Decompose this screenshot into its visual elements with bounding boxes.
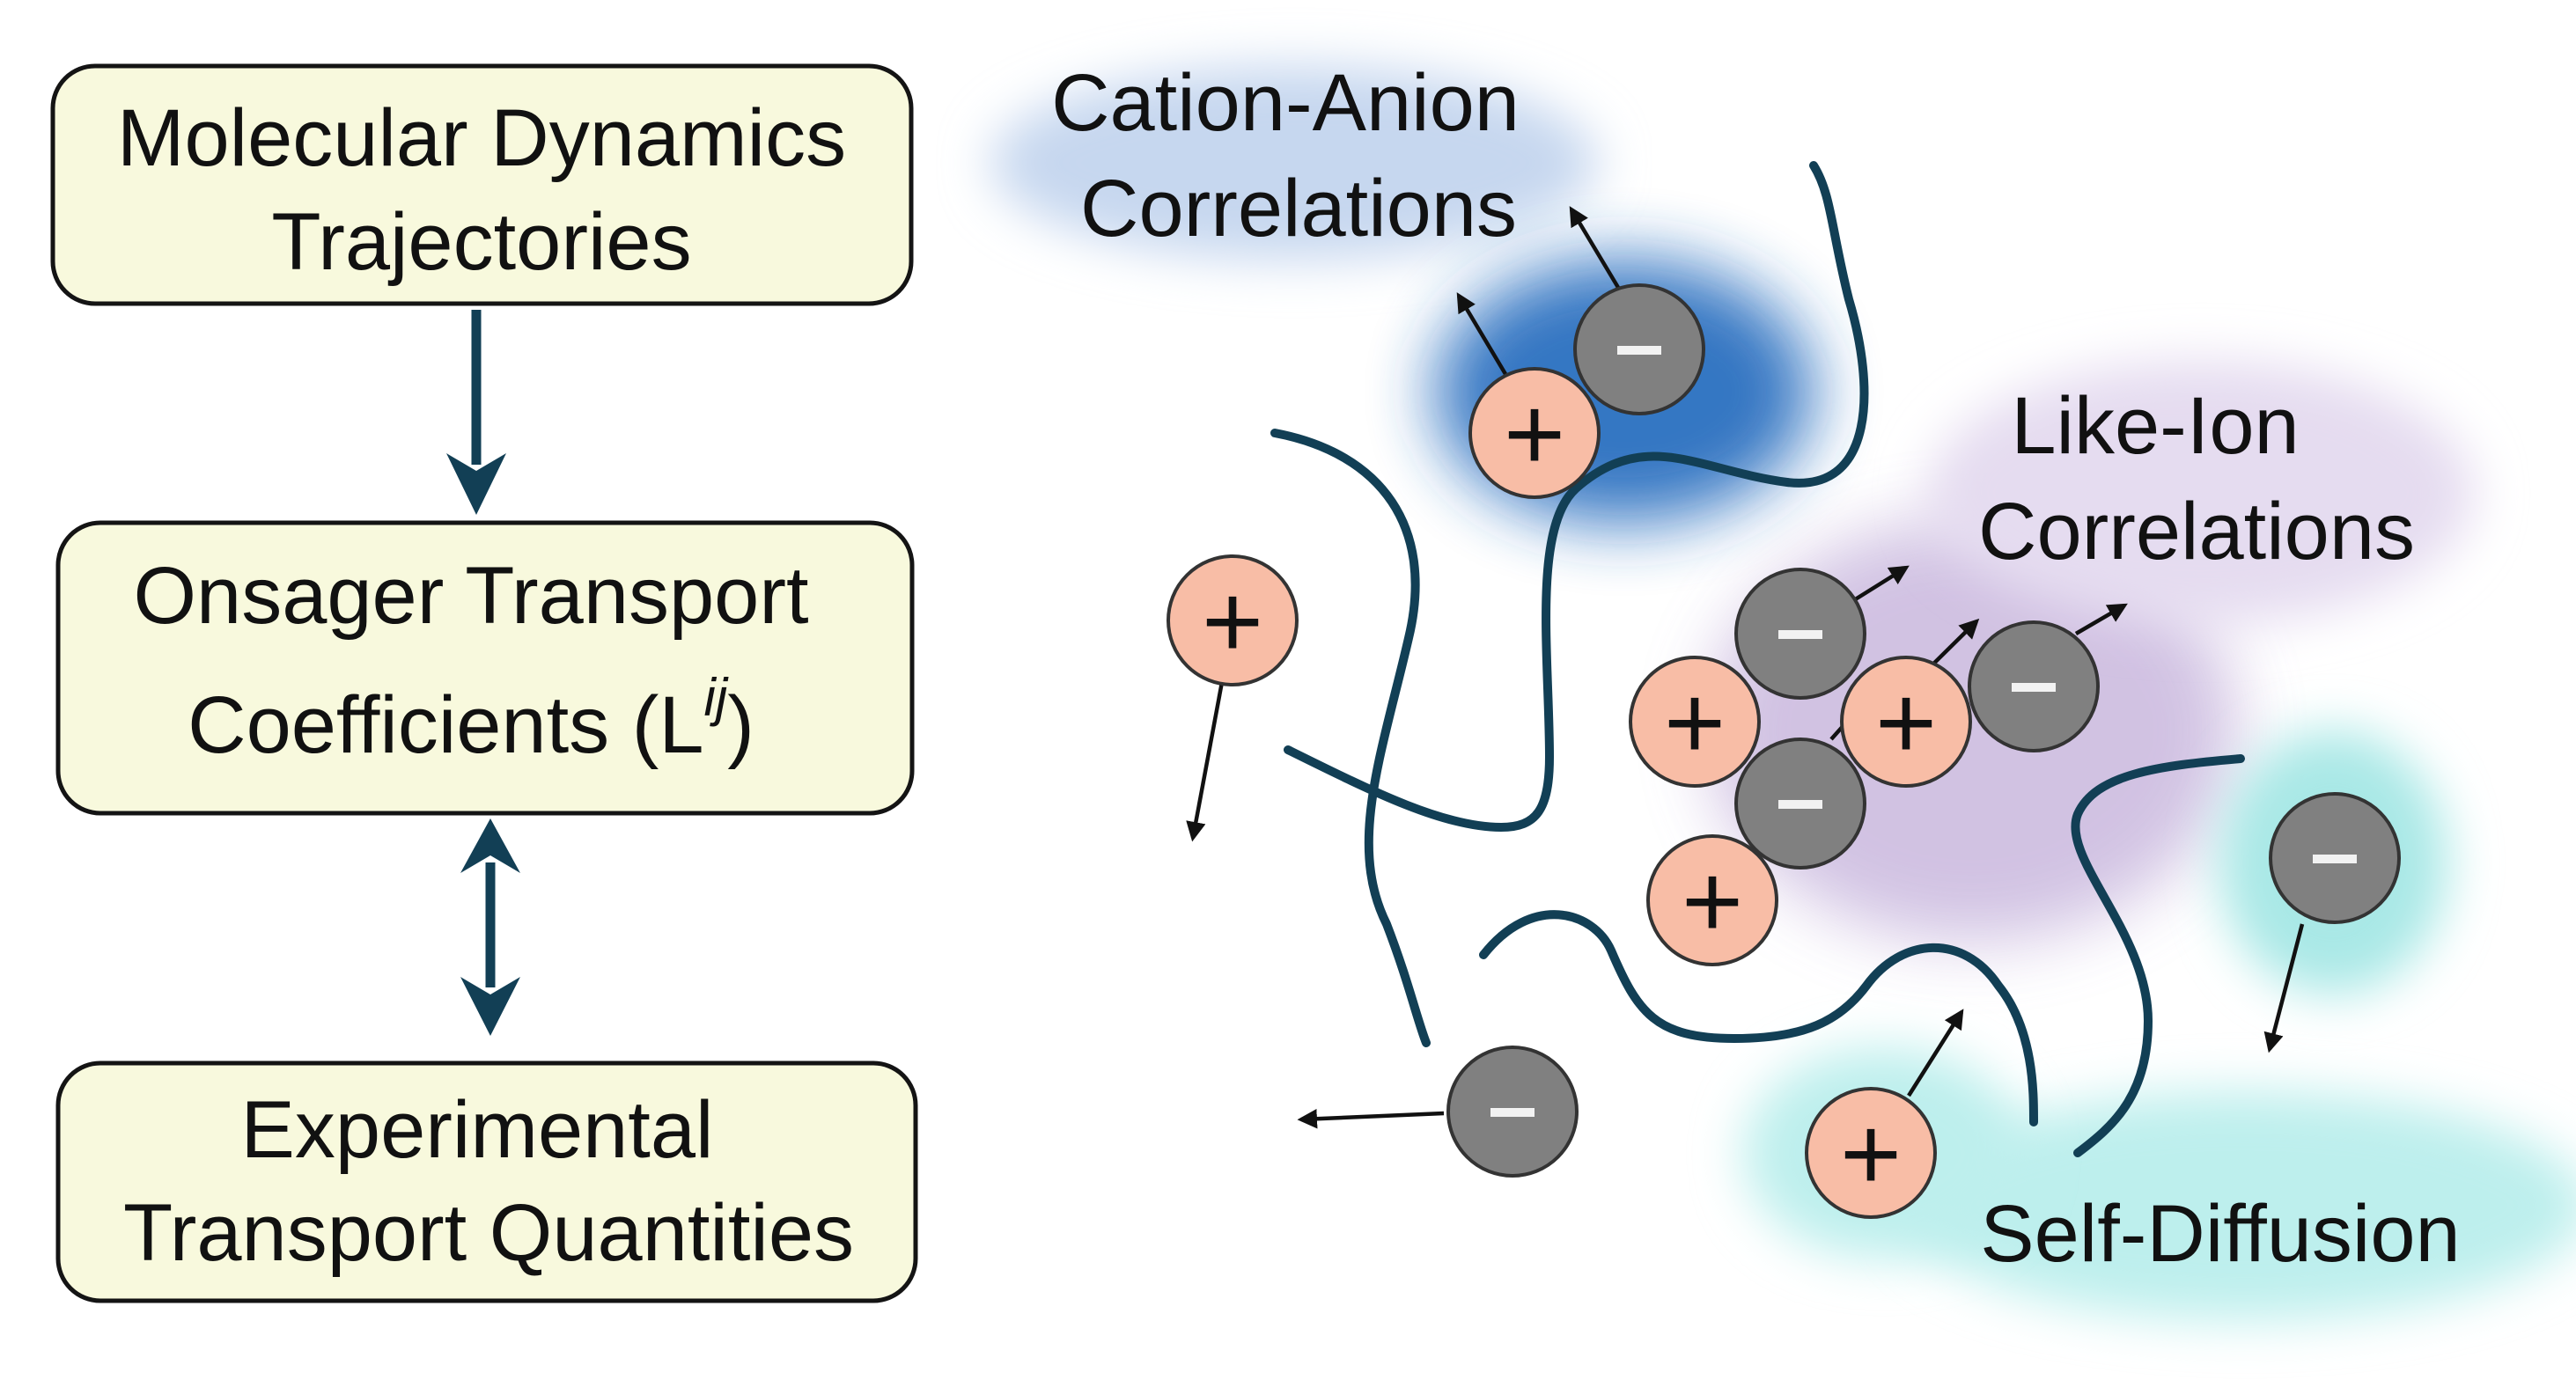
experimental-quantities-box: Experimental Transport Quantities	[55, 1060, 918, 1303]
anion	[1734, 738, 1866, 870]
flow-arrow-bidirectional	[460, 818, 520, 1036]
anion	[1968, 620, 2100, 752]
motion-arrow-ca-anion	[1569, 206, 1622, 292]
motion-arrow-ca-cation	[1456, 292, 1507, 376]
anion-sign	[1778, 630, 1822, 639]
flow-arrow-down	[446, 310, 506, 515]
cation: +	[1468, 367, 1601, 499]
cation-anion-label-glow	[990, 66, 1598, 260]
cation-anion-label-line1: Cation-Anion	[1051, 58, 1520, 148]
ions: + + + +	[1167, 283, 2401, 1219]
polymer-chain-right	[2071, 754, 2245, 1157]
md-trajectories-line2: Trajectories	[271, 197, 691, 287]
onsager-line1: Onsager Transport	[133, 551, 808, 641]
polymer-chains	[1270, 161, 2245, 1157]
cation: +	[1629, 656, 1761, 788]
motion-arrow-sd-cation	[1907, 1009, 1964, 1097]
onsager-coefficients-box: Onsager Transport Coefficients (Lij)	[55, 520, 915, 816]
anion-sign	[1617, 346, 1661, 355]
anion-sign	[1490, 1108, 1535, 1117]
self-diffusion-glow-bottom	[1902, 1091, 2576, 1320]
md-trajectories-line1: Molecular Dynamics	[117, 93, 846, 183]
cation-sign: +	[1664, 664, 1726, 782]
illustration-labels: Cation-Anion Correlations Like-Ion Corre…	[1051, 58, 2461, 1279]
polymer-chain-middle	[1284, 161, 1869, 833]
cation: +	[1646, 834, 1778, 966]
glows	[990, 66, 2576, 1320]
anion	[2269, 792, 2401, 924]
motion-arrow-li-anion2	[2074, 603, 2128, 635]
cation: +	[1167, 554, 1299, 686]
cation-anion-label-line2: Correlations	[1080, 164, 1517, 253]
flowchart: Molecular Dynamics Trajectories Onsager …	[50, 63, 918, 1303]
like-ion-label-line1: Like-Ion	[2011, 381, 2299, 471]
motion-arrow-free-anion	[1297, 1108, 1445, 1129]
motion-arrow-free-cation	[1186, 681, 1225, 842]
cation: +	[1840, 656, 1972, 788]
anion-sign	[2012, 683, 2056, 692]
experimental-line1: Experimental	[241, 1085, 714, 1175]
cation-sign: +	[1682, 842, 1743, 960]
anion-sign	[1778, 800, 1822, 809]
like-ion-label-glow	[1928, 361, 2474, 625]
polymer-chain-left	[1270, 429, 1431, 1047]
cation: +	[1805, 1087, 1937, 1219]
like-ion-label-line2: Correlations	[1978, 487, 2415, 576]
anion	[1734, 568, 1866, 700]
anion	[1446, 1046, 1579, 1178]
onsager-line2: Coefficients (Lij)	[188, 668, 754, 770]
cation-sign: +	[1840, 1095, 1902, 1213]
polymer-chain-bottom	[1479, 910, 2038, 1126]
anion	[1573, 283, 1705, 415]
anion-sign	[2313, 855, 2357, 863]
motion-arrow-sd-anion	[2263, 923, 2305, 1053]
ion-illustration: + + + +	[990, 58, 2576, 1320]
experimental-line2: Transport Quantities	[123, 1188, 854, 1278]
cation-sign: +	[1875, 664, 1937, 782]
md-trajectories-box: Molecular Dynamics Trajectories	[50, 63, 914, 306]
cation-sign: +	[1504, 375, 1565, 493]
cation-sign: +	[1202, 562, 1263, 680]
self-diffusion-label: Self-Diffusion	[1980, 1189, 2460, 1279]
